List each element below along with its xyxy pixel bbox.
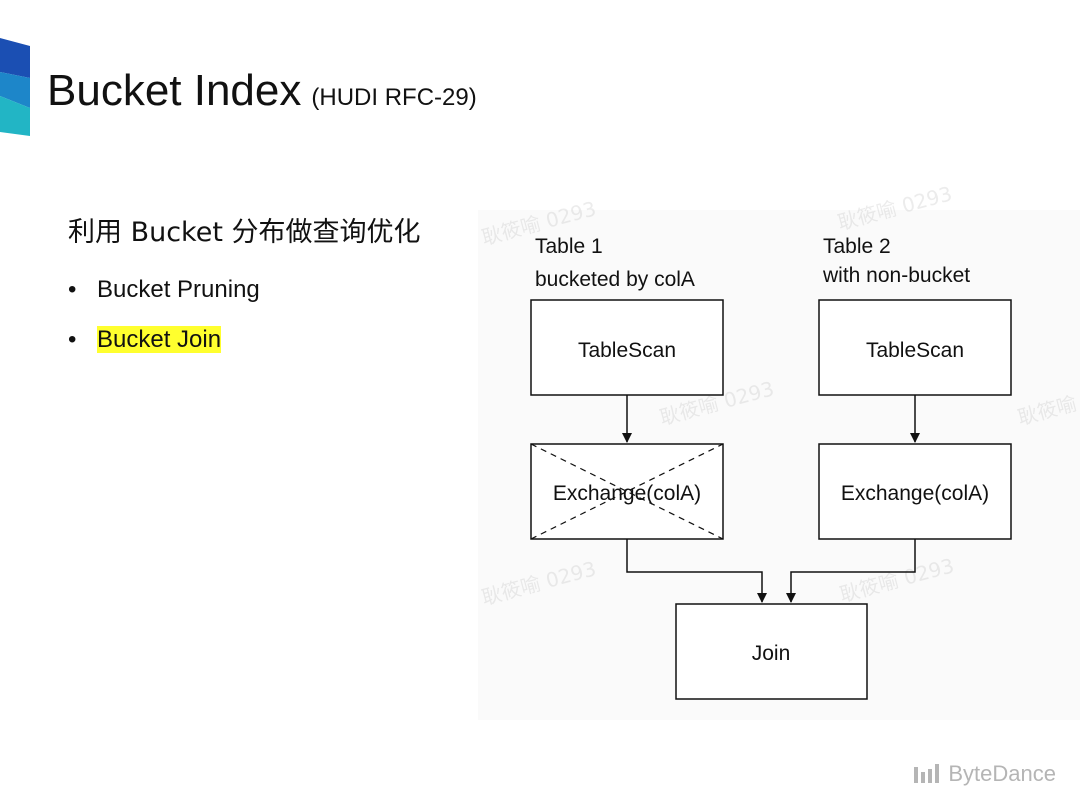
cross-line bbox=[530, 443, 724, 540]
bullet-item: • Bucket Pruning bbox=[68, 270, 260, 320]
arrow-left-exchange-to-join bbox=[626, 539, 767, 603]
watermark: 耿筱喻 0293 bbox=[837, 553, 956, 607]
accent-stripe bbox=[0, 38, 30, 136]
watermark: 耿筱喻 0293 bbox=[1015, 376, 1080, 430]
left-tablescan-node: TableScan bbox=[530, 299, 724, 396]
table2-caption-line2: with non-bucket bbox=[822, 264, 970, 287]
table1-caption-line2: bucketed by colA bbox=[535, 268, 695, 291]
bytedance-bars-icon bbox=[914, 764, 940, 783]
arrow-right-exchange-to-join bbox=[786, 539, 916, 603]
watermark: 耿筱喻 0293 bbox=[835, 181, 954, 235]
cross-line bbox=[530, 443, 724, 540]
section-heading: 利用 Bucket 分布做查询优化 bbox=[68, 217, 421, 248]
bullet-text-highlighted: Bucket Join bbox=[97, 326, 222, 353]
bullet-dot: • bbox=[68, 326, 77, 353]
bytedance-logo: ByteDance bbox=[914, 760, 1056, 788]
title-suffix: (HUDI RFC-29) bbox=[311, 84, 477, 111]
brand-name: ByteDance bbox=[948, 761, 1056, 786]
join-node: Join bbox=[675, 603, 868, 700]
slide-title: Bucket Index (HUDI RFC-29) bbox=[47, 66, 477, 116]
bullet-text: Bucket Pruning bbox=[97, 276, 260, 303]
right-tablescan-node: TableScan bbox=[818, 299, 1012, 396]
left-tablescan-label: TableScan bbox=[578, 339, 676, 362]
bullet-list: • Bucket Pruning • Bucket Join bbox=[68, 270, 260, 370]
title-main: Bucket Index bbox=[47, 66, 302, 115]
left-exchange-label: Exchange(colA) bbox=[553, 482, 701, 505]
bullet-item: • Bucket Join bbox=[68, 320, 260, 370]
join-label: Join bbox=[752, 642, 791, 665]
right-exchange-label: Exchange(colA) bbox=[841, 482, 989, 505]
right-exchange-node: Exchange(colA) bbox=[818, 443, 1012, 540]
bullet-dot: • bbox=[68, 276, 77, 303]
left-exchange-node-removed: Exchange(colA) bbox=[530, 443, 724, 540]
right-tablescan-label: TableScan bbox=[866, 339, 964, 362]
watermark: 耿筱喻 0293 bbox=[479, 556, 598, 610]
table1-caption-line1: Table 1 bbox=[535, 235, 603, 258]
table2-caption-line1: Table 2 bbox=[823, 235, 891, 258]
